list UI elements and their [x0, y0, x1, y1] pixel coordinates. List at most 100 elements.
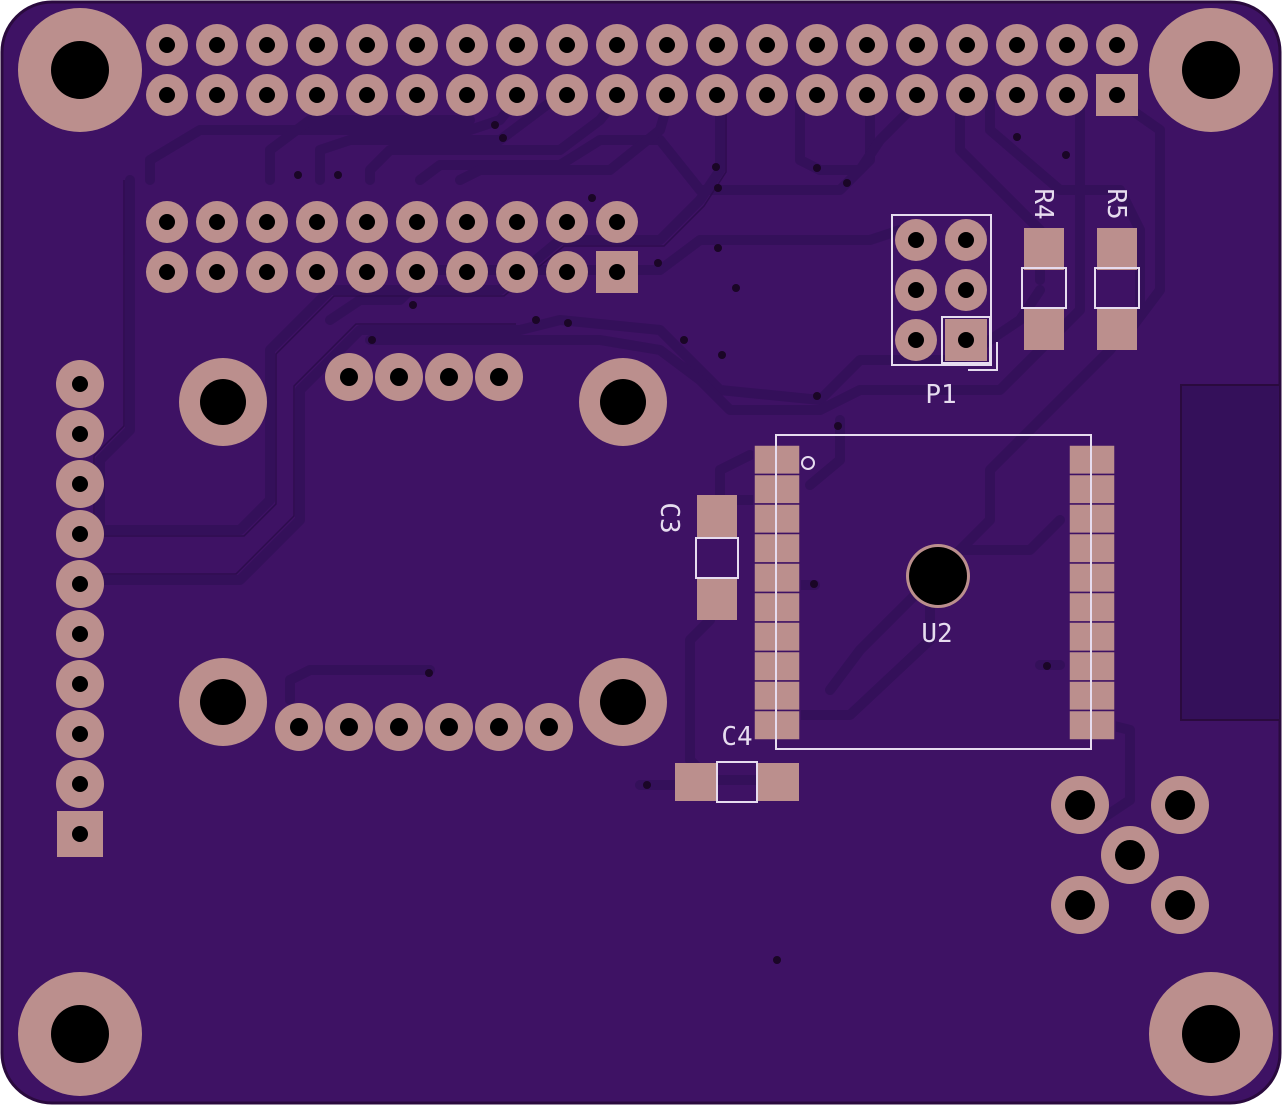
- drill-hole: [809, 37, 825, 53]
- drill-hole: [440, 718, 458, 736]
- mount-hole-bottom-left: [18, 972, 142, 1096]
- drill-hole: [309, 264, 325, 280]
- drill-hole: [1059, 37, 1075, 53]
- drill-hole: [958, 232, 974, 248]
- drill-hole: [709, 87, 725, 103]
- drill-hole: [709, 37, 725, 53]
- drill-hole: [958, 282, 974, 298]
- drill-hole: [72, 676, 88, 692]
- r4-resistor: R4: [1021, 188, 1067, 350]
- drill-hole: [559, 214, 575, 230]
- drill-hole: [72, 826, 88, 842]
- drill-hole: [559, 87, 575, 103]
- mount-hole-top-right: [1149, 8, 1273, 132]
- drill-hole: [72, 776, 88, 792]
- drill-hole: [359, 87, 375, 103]
- drill-hole: [259, 214, 275, 230]
- mount-hole-bottom-right: [1149, 972, 1273, 1096]
- drill-hole: [159, 264, 175, 280]
- drill-hole: [909, 37, 925, 53]
- mounting-holes: [18, 8, 1273, 1096]
- drill-hole: [209, 37, 225, 53]
- drill-hole: [309, 87, 325, 103]
- drill-hole: [759, 37, 775, 53]
- drill-hole: [409, 37, 425, 53]
- drill-hole: [908, 232, 924, 248]
- drill-hole: [159, 37, 175, 53]
- drill-hole: [609, 214, 625, 230]
- drill-hole: [659, 87, 675, 103]
- drill-hole: [459, 214, 475, 230]
- drill-hole: [859, 87, 875, 103]
- drill-hole: [958, 332, 974, 348]
- drill-hole: [509, 37, 525, 53]
- drill-hole: [290, 718, 308, 736]
- drill-hole: [72, 426, 88, 442]
- drill-hole: [259, 37, 275, 53]
- drill-hole: [440, 368, 458, 386]
- drill-hole: [1109, 37, 1125, 53]
- drill-hole: [359, 264, 375, 280]
- drill-hole: [309, 37, 325, 53]
- u2-label: U2: [921, 619, 952, 649]
- drill-hole: [209, 87, 225, 103]
- module-mount-holes: [179, 358, 667, 746]
- drill-hole: [409, 87, 425, 103]
- drill-hole: [159, 214, 175, 230]
- drill-hole: [559, 264, 575, 280]
- u2-module: U2: [753, 434, 1116, 750]
- drill-hole: [959, 87, 975, 103]
- r5-label: R5: [1101, 188, 1131, 219]
- c4-capacitor: C4: [675, 722, 799, 803]
- drill-hole: [340, 718, 358, 736]
- drill-hole: [1059, 87, 1075, 103]
- drill-hole: [159, 87, 175, 103]
- drill-hole: [459, 87, 475, 103]
- drill-hole: [72, 526, 88, 542]
- c3-label: C3: [654, 502, 684, 533]
- drill-hole: [72, 476, 88, 492]
- drill-hole: [359, 37, 375, 53]
- drill-hole: [509, 87, 525, 103]
- drill-hole: [259, 264, 275, 280]
- drill-hole: [459, 264, 475, 280]
- drill-hole: [908, 332, 924, 348]
- drill-hole: [540, 718, 558, 736]
- drill-hole: [390, 368, 408, 386]
- drill-hole: [908, 282, 924, 298]
- drill-hole: [1009, 87, 1025, 103]
- drill-hole: [340, 368, 358, 386]
- module-pins-top: [325, 353, 523, 401]
- drill-hole: [259, 87, 275, 103]
- left-header: [56, 360, 104, 857]
- vias: [294, 121, 1070, 964]
- drill-hole: [409, 264, 425, 280]
- drill-hole: [609, 37, 625, 53]
- drill-hole: [659, 37, 675, 53]
- drill-hole: [309, 214, 325, 230]
- p1-header: P1: [891, 214, 998, 410]
- c4-label: C4: [721, 722, 752, 752]
- drill-hole: [490, 718, 508, 736]
- drill-hole: [459, 37, 475, 53]
- board-edge-notch: [1180, 384, 1281, 721]
- drill-hole: [609, 264, 625, 280]
- rf-connector: [1051, 776, 1209, 934]
- mount-hole-top-left: [18, 8, 142, 132]
- secondary-header: [146, 201, 638, 293]
- drill-hole: [390, 718, 408, 736]
- drill-hole: [509, 214, 525, 230]
- drill-hole: [909, 87, 925, 103]
- drill-hole: [72, 376, 88, 392]
- c3-capacitor: C3: [654, 495, 739, 620]
- drill-hole: [959, 37, 975, 53]
- drill-hole: [72, 626, 88, 642]
- drill-hole: [490, 368, 508, 386]
- drill-hole: [759, 87, 775, 103]
- r5-resistor: R5: [1094, 188, 1140, 350]
- drill-hole: [72, 726, 88, 742]
- drill-hole: [1109, 87, 1125, 103]
- gpio-header: [146, 24, 1138, 116]
- drill-hole: [859, 37, 875, 53]
- drill-hole: [559, 37, 575, 53]
